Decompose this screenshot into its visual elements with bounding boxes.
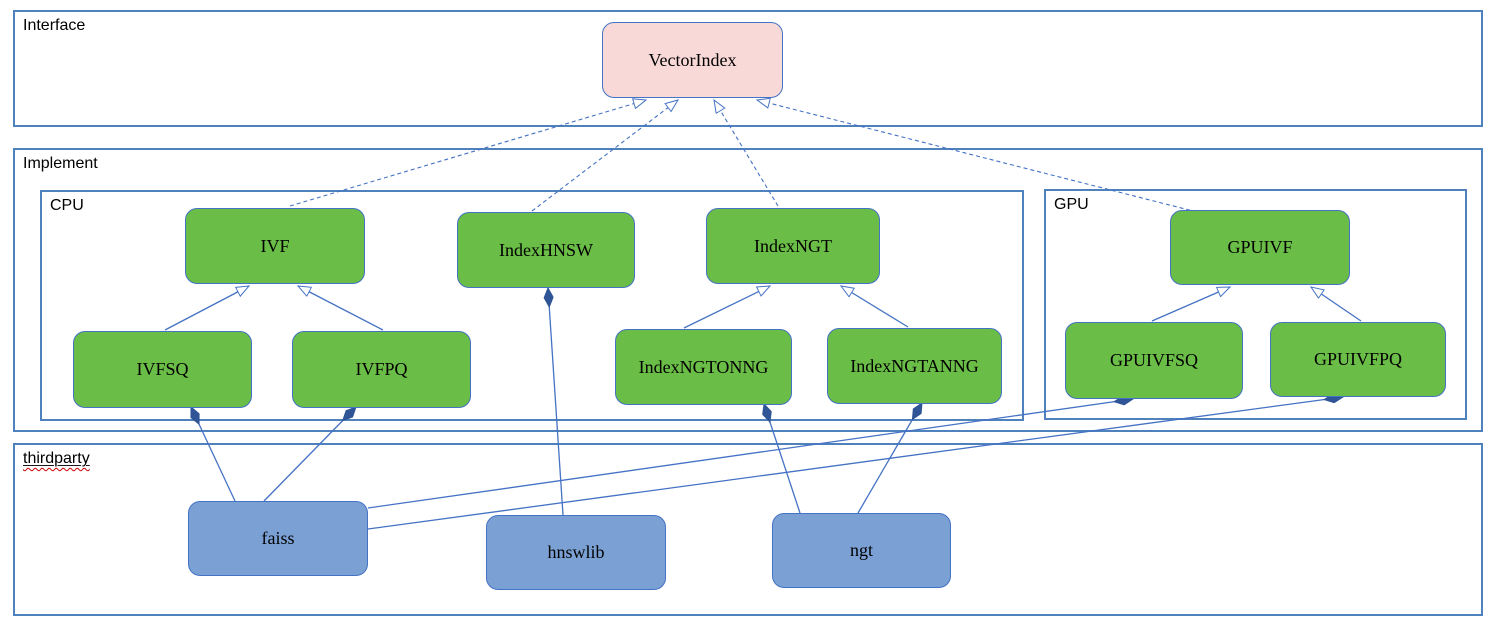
implement-group-label: Implement <box>23 155 98 172</box>
cpu-group-label: CPU <box>50 197 84 214</box>
node-faiss-label: faiss <box>261 528 295 548</box>
node-gpuivfpq[interactable]: GPUIVFPQ <box>1270 322 1446 397</box>
node-hnswlib[interactable]: hnswlib <box>486 515 666 590</box>
interface-group-label: Interface <box>23 17 86 34</box>
node-ivfpq-label: IVFPQ <box>355 359 408 379</box>
node-indexngt-label: IndexNGT <box>754 235 832 256</box>
node-indexngt[interactable]: IndexNGT <box>706 208 880 284</box>
node-gpuivfpq-label: GPUIVFPQ <box>1313 349 1403 369</box>
node-ivf-label: IVF <box>260 235 290 256</box>
node-indexhnsw-label: IndexHNSW <box>499 239 593 260</box>
node-indexngtanng[interactable]: IndexNGTANNG <box>827 328 1002 404</box>
node-gpuivfsq-label: GPUIVFSQ <box>1109 350 1199 370</box>
node-ivf[interactable]: IVF <box>185 208 365 284</box>
node-ivfpq[interactable]: IVFPQ <box>292 331 471 408</box>
node-ngt[interactable]: ngt <box>772 513 951 588</box>
node-vectorindex[interactable]: VectorIndex <box>602 22 783 98</box>
node-ngt-label: ngt <box>849 540 873 560</box>
node-vectorindex-label: VectorIndex <box>648 49 737 70</box>
node-faiss[interactable]: faiss <box>188 501 368 576</box>
node-hnswlib-label: hnswlib <box>547 542 605 562</box>
node-indexngtonng-label: IndexNGTONNG <box>638 356 769 377</box>
node-gpuivfsq[interactable]: GPUIVFSQ <box>1065 322 1243 399</box>
node-indexngtonng[interactable]: IndexNGTONNG <box>615 329 792 405</box>
node-gpuivf-label: GPUIVF <box>1227 237 1293 257</box>
node-indexngtanng-label: IndexNGTANNG <box>850 355 979 376</box>
gpu-group-label: GPU <box>1054 196 1089 213</box>
node-gpuivf[interactable]: GPUIVF <box>1170 210 1350 285</box>
node-indexhnsw[interactable]: IndexHNSW <box>457 212 635 288</box>
node-ivfsq[interactable]: IVFSQ <box>73 331 252 408</box>
thirdparty-group-label-text: thirdparty <box>23 450 90 467</box>
node-ivfsq-label: IVFSQ <box>136 359 189 379</box>
thirdparty-group-label: thirdparty <box>23 450 90 468</box>
